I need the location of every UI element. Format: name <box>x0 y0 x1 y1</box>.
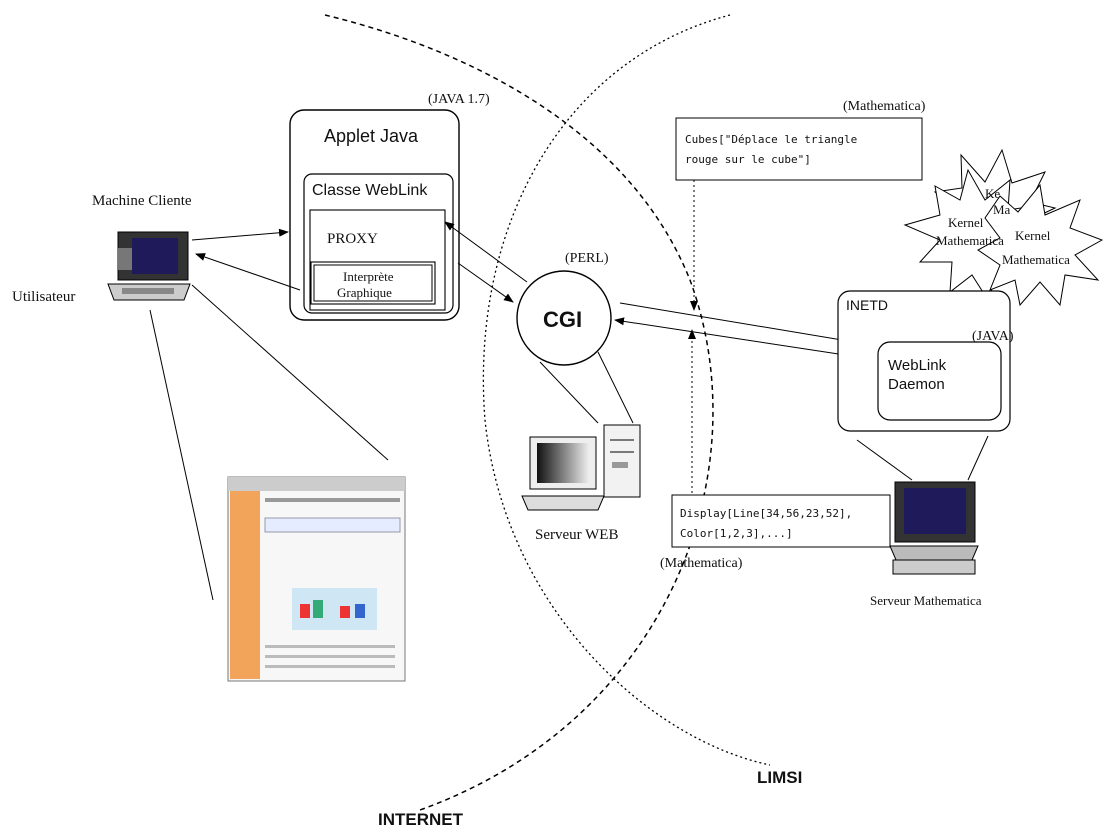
proxy-label: PROXY <box>327 231 378 247</box>
mathematica-mid-label: Mathematica <box>936 233 1004 248</box>
mathematica-front-label: Mathematica <box>1002 252 1070 267</box>
weblink-daemon-label-2: Daemon <box>888 376 945 393</box>
kernel-back-label-2: Ma <box>993 202 1011 217</box>
kernel-front-label: Kernel <box>1015 228 1051 243</box>
weblink-daemon-label-1: WebLink <box>888 357 947 374</box>
cubes-line-2: rouge sur le cube"] <box>685 153 811 166</box>
math-server-computer-icon <box>889 481 979 575</box>
cgi-label: CGI <box>543 307 582 332</box>
classe-weblink-label: Classe WebLink <box>312 182 428 199</box>
limsi-boundary <box>482 14 771 766</box>
interprete-label-2: Graphique <box>337 285 392 300</box>
weblink-daemon-box <box>877 341 1002 421</box>
display-code-box <box>671 494 891 548</box>
display-line-2: Color[1,2,3],...] <box>680 527 793 540</box>
mathematica-top-label: (Mathematica) <box>843 99 926 114</box>
interprete-label-1: Interprète <box>343 269 394 284</box>
perl-label: (PERL) <box>565 251 609 266</box>
kernel-back-label-1: Ke <box>985 186 1000 201</box>
kernel-mid-label: Kernel <box>948 215 984 230</box>
cubes-code-box <box>675 117 923 181</box>
starburst-icon <box>977 183 1103 307</box>
mathematica-bottom-label: (Mathematica) <box>660 556 743 571</box>
arrow-applet-to-cgi <box>457 262 514 303</box>
java-version-label: (JAVA 1.7) <box>428 92 490 107</box>
arrow-client-to-applet <box>191 228 289 241</box>
utilisateur-label: Utilisateur <box>12 289 75 305</box>
inetd-label: INETD <box>846 297 888 313</box>
web-server-icon <box>521 424 641 511</box>
serveur-web-label: Serveur WEB <box>535 527 618 543</box>
client-computer-icon <box>107 231 191 301</box>
serveur-mathematica-label: Serveur Mathematica <box>870 593 982 608</box>
machine-cliente-label: Machine Cliente <box>92 193 192 209</box>
applet-java-label: Applet Java <box>324 126 419 146</box>
internet-boundary <box>324 14 714 811</box>
cubes-line-1: Cubes["Déplace le triangle <box>685 133 857 146</box>
user-page-line-1 <box>149 309 214 601</box>
arrow-daemon-to-cgi <box>614 317 879 361</box>
webpage-screenshot-icon <box>227 476 406 682</box>
java-label: (JAVA) <box>972 329 1014 344</box>
display-line-1: Display[Line[34,56,23,52], <box>680 507 852 520</box>
interprete-box <box>310 261 436 305</box>
limsi-label: LIMSI <box>757 768 802 787</box>
user-page-line-2 <box>191 284 389 461</box>
internet-label: INTERNET <box>378 810 464 829</box>
arrow-applet-to-client <box>195 253 301 291</box>
cgi-circle <box>516 270 612 366</box>
arrow-cgi-to-applet <box>444 221 528 283</box>
